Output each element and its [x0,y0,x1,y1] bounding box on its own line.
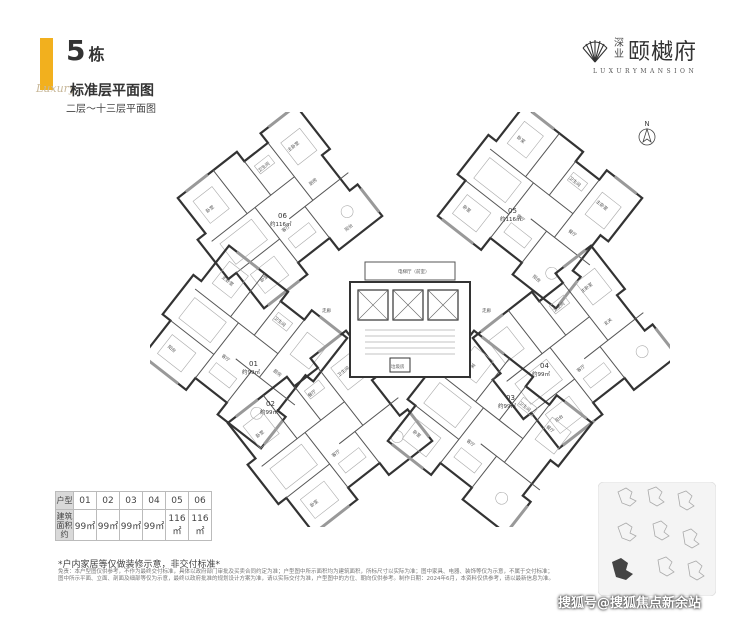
unit-area: 约99㎡ [498,402,516,410]
fan-logo-icon [582,40,608,63]
north-arrow-icon: N [638,120,656,146]
room-label: 卫生间 [567,175,582,189]
room-label: 卫生间 [256,160,271,174]
notes-title: *户内家居等仅做装修示意，非交付标准* [58,560,221,570]
unit-number: 04 [540,362,549,370]
room-label: 卫生间 [272,315,287,329]
unit-04: 卫生间 主卧室 玄关 客厅 阳台 [463,244,670,456]
room-label: 阳台 [553,413,565,424]
table-header: 户型 [55,491,74,510]
elevator-hall-label: 电梯厅（前室） [398,268,430,275]
brand-sub: 深业 [614,38,624,60]
room-label: 卧室 [308,498,320,509]
table-header: 建筑面积约 [55,509,74,541]
room-label: 阳台 [343,222,355,233]
brand-en: LUXURYMANSION [593,68,698,75]
unit-number: 06 [278,212,287,220]
room-label: 卧室 [465,359,477,370]
garbage-room-label: 垃圾房 [391,363,405,370]
table-cell: 04 [142,491,166,510]
unit-number: 02 [266,400,275,408]
room-label: 卧室 [461,203,473,214]
room-label: 客厅 [515,212,527,223]
highlighted-building [612,558,633,580]
corridor-label: 走廊 [322,307,331,314]
room-label: 餐厅 [306,388,318,399]
accent-bar [40,38,53,90]
unit-area: 约99㎡ [260,408,278,416]
table-cell: 02 [96,491,120,510]
unit-area-table: 户型 01 02 03 04 05 06 建筑面积约 99㎡ 99㎡ 99㎡ 9… [55,491,212,541]
luxury-script: Luxury [36,82,76,95]
unit-area: 约99㎡ [532,370,550,378]
unit-01: 卫生间 主卧室 厨房 客厅 阳台 [150,238,349,450]
notes-body: 免责：本户型图仅供参考，不作为最终交付标准，具体以政府部门审批及买卖合同约定为准… [58,569,555,582]
room-label: 卧室 [515,134,527,145]
room-label: 厨房 [272,367,284,378]
building-core: 电梯厅（前室） 垃圾房 走廊 走廊 [322,261,491,378]
table-cell: 116㎡ [165,509,189,541]
table-cell: 99㎡ [96,509,120,541]
unit-number: 03 [506,394,515,402]
table-row: 建筑面积约 99㎡ 99㎡ 99㎡ 99㎡ 116㎡ 116㎡ [55,509,212,541]
room-label: 卫生间 [336,364,351,378]
corridor-label: 走廊 [482,307,491,314]
table-row: 户型 01 02 03 04 05 06 [55,491,212,510]
room-label: 主卧室 [594,198,609,212]
table-cell: 116㎡ [188,509,212,541]
building-unit: 栋 [88,45,106,64]
room-label: 客厅 [280,223,292,234]
table-cell: 99㎡ [73,509,97,541]
site-key-map [598,482,716,596]
room-label: 厨房 [307,176,319,187]
table-cell: 99㎡ [119,509,143,541]
watermark: 搜狐号@搜狐焦点新余站 [558,596,702,611]
plan-title: 标准层平面图 [70,83,154,99]
room-label: 主卧室 [579,280,594,294]
table-cell: 05 [165,491,189,510]
north-label: N [644,120,649,128]
room-label: 客厅 [330,448,342,459]
unit-area: 约116㎡ [270,220,292,228]
unit-area: 约116㎡ [500,215,522,223]
room-label: 客厅 [465,437,477,448]
room-label: 卧室 [204,203,216,214]
room-label: 卫生间 [517,400,532,414]
unit-area: 约99㎡ [242,368,260,376]
room-label: 客厅 [220,352,232,363]
table-cell: 99㎡ [142,509,166,541]
table-cell: 03 [119,491,143,510]
room-label: 阳台 [166,343,178,354]
brand-name: 颐樾府 [628,40,698,65]
room-label: 卧室 [411,428,423,439]
room-label: 卧室 [254,428,266,439]
plan-subtitle: 二层～十三层平面图 [66,104,156,115]
unit-number: 05 [508,207,517,215]
room-label: 主卧室 [286,139,301,153]
table-cell: 06 [188,491,212,510]
table-cell: 01 [73,491,97,510]
room-label: 餐厅 [567,227,579,238]
room-label: 阳台 [531,273,543,284]
room-label: 餐厅 [544,423,556,434]
room-label: 卧室 [258,273,270,284]
room-label: 玄关 [602,316,614,327]
room-label: 客厅 [575,363,587,374]
unit-number: 01 [249,360,258,368]
unit-05: 卧室 卫生间 主卧室 餐厅 客厅 卧室 阳台 [428,112,644,310]
floor-plan: 卧室 卫生间 主卧室 厨房 客厅 卧室 阳台 卧室 卫生间 主卧室 餐厅 客厅 … [150,112,670,527]
